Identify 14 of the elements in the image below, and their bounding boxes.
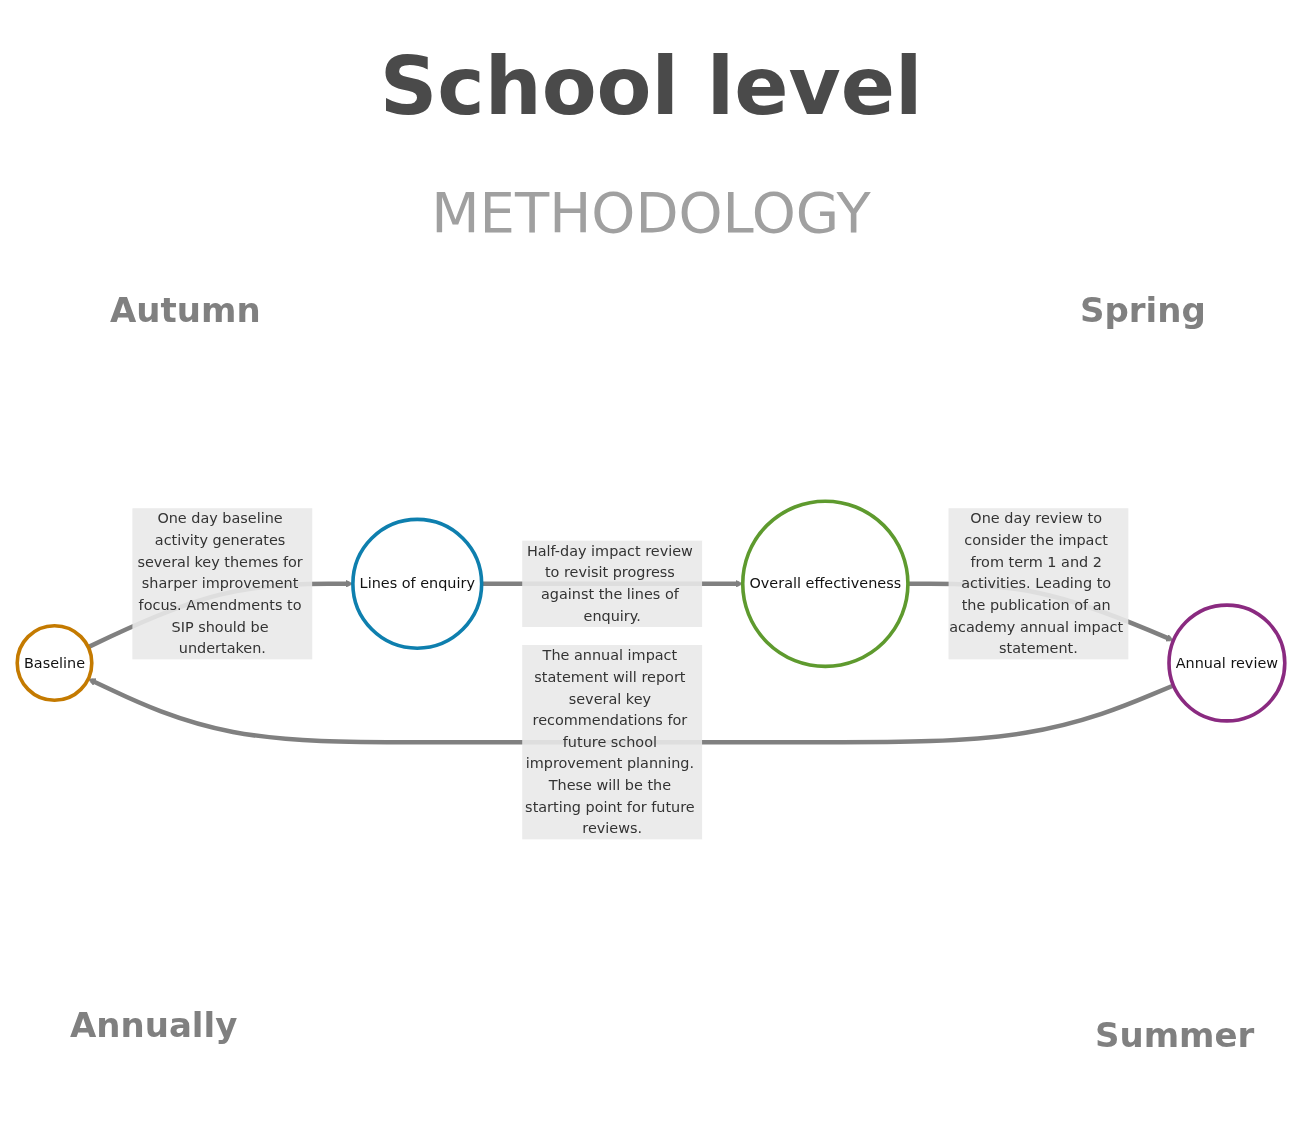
- node-circle: Overall effectiveness: [740, 499, 910, 668]
- edge-label: The annual impact statement will report several key recommendations for future school improvement planning. These will be the starting point for future reviews.: [525, 646, 695, 837]
- edge-label: One day review to consider the impact from term 1 and 2 activities. Leading to the publication of an academy annual impact statement.: [949, 509, 1124, 657]
- subtitle: METHODOLOGY: [430, 180, 872, 245]
- node-circle: Baseline: [15, 623, 94, 702]
- season-label: Summer: [1095, 1015, 1255, 1055]
- node-circle: Lines of enquiry: [351, 517, 484, 650]
- season-label: Spring: [1080, 290, 1206, 330]
- season-label: Autumn: [110, 290, 261, 330]
- edge-label: One day baseline activity generates several key themes for sharper improvement focus. Amendments to SIP should be undertaken.: [137, 509, 303, 657]
- node-circle: Annual review: [1167, 602, 1287, 723]
- season-label: Annually: [70, 1005, 238, 1045]
- edge-label: Half-day impact review to revisit progress against the lines of enquiry.: [526, 542, 693, 624]
- title: School level: [378, 40, 924, 133]
